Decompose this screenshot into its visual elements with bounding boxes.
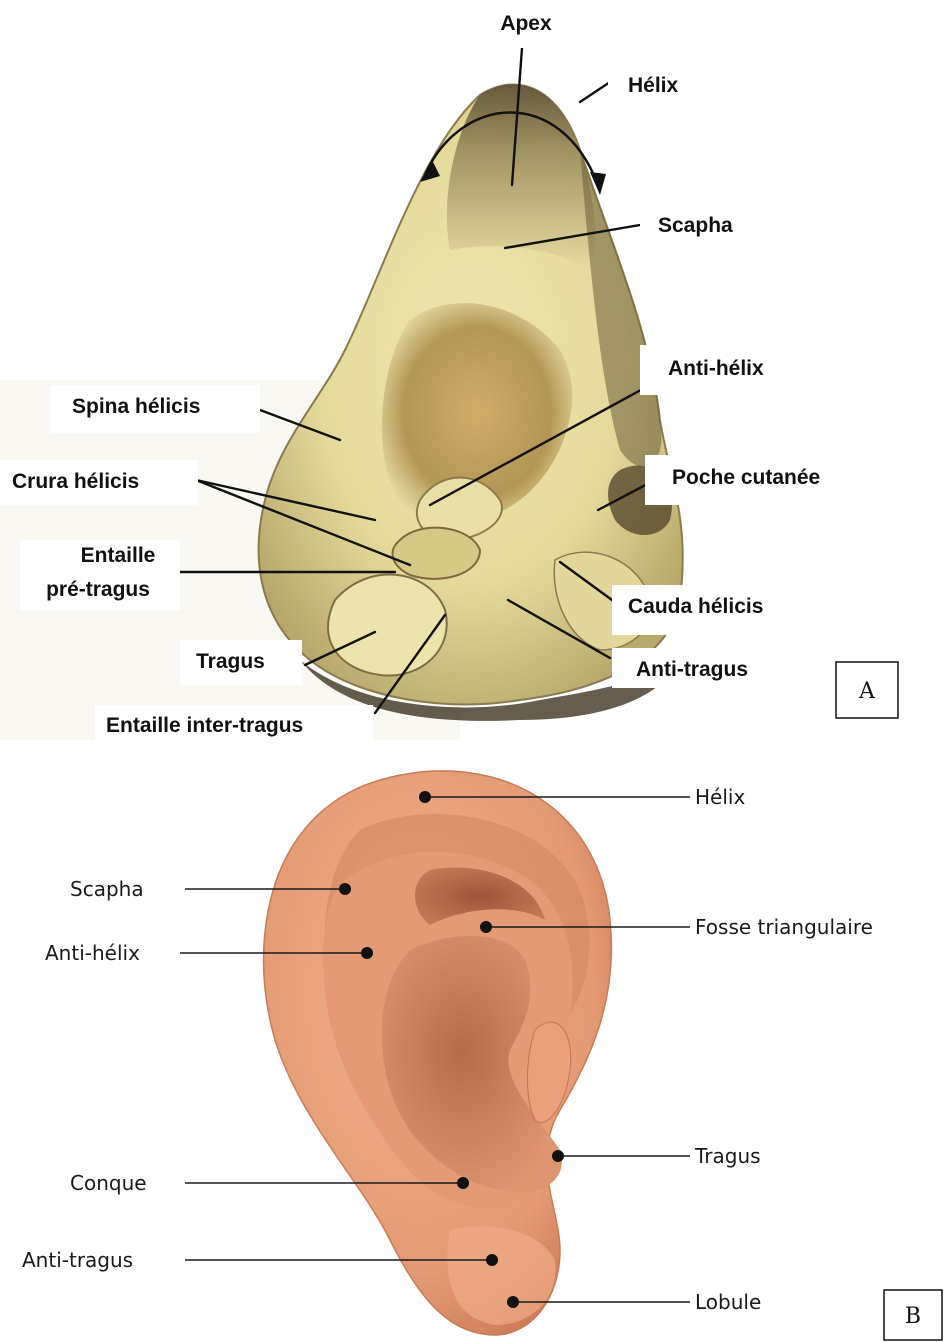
- label-a-scapha: Scapha: [658, 214, 733, 237]
- label-b-tragus: Tragus: [694, 1144, 761, 1168]
- label-a-helix: Hélix: [628, 74, 679, 97]
- label-a-spina-helicis: Spina hélicis: [72, 395, 200, 418]
- label-a-apex: Apex: [500, 12, 552, 35]
- label-a-entaille-pre-tragus-line1: Entaille: [81, 544, 156, 567]
- label-a-anti-tragus: Anti-tragus: [636, 658, 748, 681]
- label-a-entaille-pre-tragus-line2: pré-tragus: [46, 578, 150, 601]
- label-b-anti-helix: Anti-hélix: [45, 941, 140, 965]
- label-a-poche-cutanee: Poche cutanée: [672, 466, 820, 489]
- panel-b-letter: B: [905, 1304, 921, 1329]
- label-a-anti-helix: Anti-hélix: [668, 357, 764, 380]
- label-b-fosse-triangulaire: Fosse triangulaire: [695, 915, 873, 939]
- label-a-entaille-inter-tragus: Entaille inter-tragus: [106, 714, 303, 737]
- label-b-scapha: Scapha: [70, 877, 144, 901]
- label-b-helix: Hélix: [695, 785, 745, 809]
- panel-b: Hélix Scapha Fosse triangulaire Anti-hél…: [22, 771, 942, 1340]
- label-b-conque: Conque: [70, 1171, 147, 1195]
- panel-a: Apex Hélix Scapha Anti-hélix Spina hélic…: [0, 0, 944, 745]
- label-b-anti-tragus: Anti-tragus: [22, 1248, 133, 1272]
- label-a-tragus: Tragus: [196, 650, 265, 673]
- label-a-crura-helicis: Crura hélicis: [12, 470, 139, 493]
- label-b-lobule: Lobule: [695, 1290, 761, 1314]
- panel-a-letter: A: [858, 679, 876, 704]
- label-a-cauda-helicis: Cauda hélicis: [628, 595, 763, 618]
